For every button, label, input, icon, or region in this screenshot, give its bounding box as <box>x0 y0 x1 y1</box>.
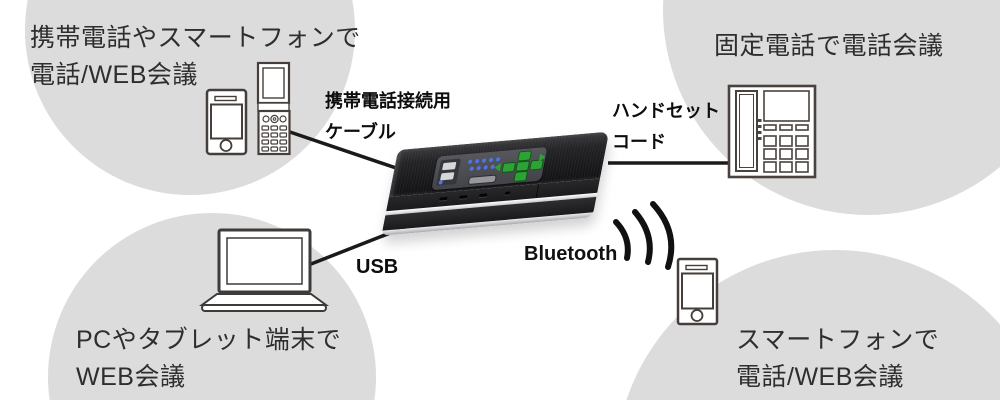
usb-port-icon <box>442 161 457 171</box>
feature-phone-icon <box>256 61 291 156</box>
pc-node-line2: WEB会議 <box>76 363 186 391</box>
cable-label-line2: ケーブル <box>325 122 396 142</box>
green-arrow-icon <box>538 153 547 162</box>
smartphone-node-line2: 電話/WEB会議 <box>736 363 904 391</box>
usb-port-icon <box>440 172 455 181</box>
smartphone-icon <box>205 88 248 156</box>
slide-switch <box>467 174 498 186</box>
fixed-phone-node-text: 固定電話で電話会議 <box>714 28 944 65</box>
mobile-node-line2: 電話/WEB会議 <box>30 61 198 89</box>
fixed-phone-node-line1: 固定電話で電話会議 <box>714 32 944 60</box>
pc-node-text: PCやタブレット端末で WEB会議 <box>76 322 341 396</box>
volume-down-button <box>513 170 529 183</box>
pc-node-line1: PCやタブレット端末で <box>76 326 342 354</box>
handset-cord-label-line2: コード <box>612 132 666 152</box>
usb-label: USB <box>356 256 399 278</box>
status-led <box>438 180 444 185</box>
mobile-node-text: 携帯電話やスマートフォンで 電話/WEB会議 <box>30 20 361 94</box>
smartphone-icon-2 <box>676 257 719 326</box>
cable-line <box>286 129 403 172</box>
laptop-icon <box>198 228 330 312</box>
bluetooth-waves-icon <box>613 201 675 270</box>
green-arrow-icon <box>493 163 502 172</box>
desk-phone-icon <box>727 84 817 179</box>
call-button <box>501 161 517 174</box>
cable-label: 携帯電話接続用 ケーブル <box>325 86 451 148</box>
cable-label-line1: 携帯電話接続用 <box>325 91 451 111</box>
handset-cord-label: ハンドセット コード <box>612 96 720 158</box>
bluetooth-label: Bluetooth <box>524 243 618 265</box>
device-port-block <box>436 158 461 186</box>
smartphone-node-text: スマートフォンで 電話/WEB会議 <box>736 322 939 396</box>
handset-cord-label-line1: ハンドセット <box>612 101 720 121</box>
mobile-node-line1: 携帯電話やスマートフォンで <box>30 24 361 52</box>
smartphone-node-line1: スマートフォンで <box>736 326 940 354</box>
